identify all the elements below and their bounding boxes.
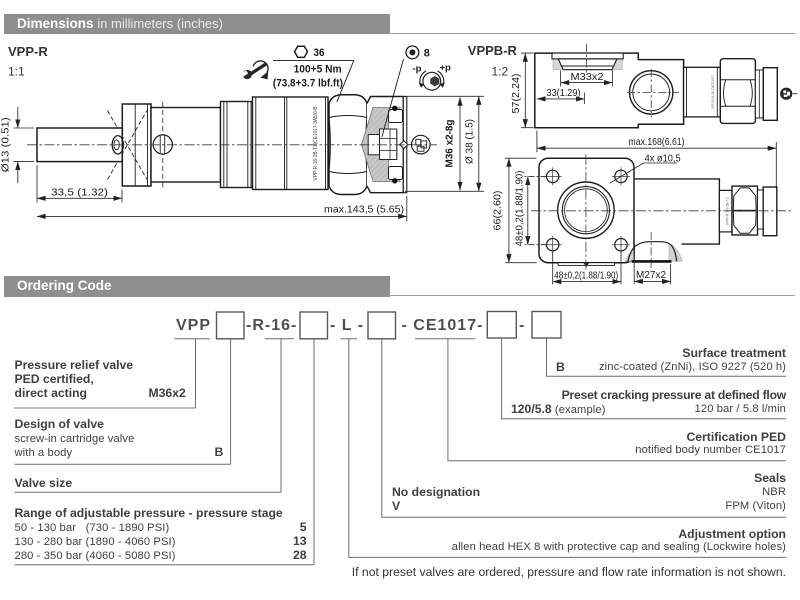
svg-text:48±0,2(1.88/1.90): 48±0,2(1.88/1.90) (554, 270, 618, 281)
svg-text:8: 8 (424, 47, 430, 59)
svg-text:+p: +p (440, 63, 452, 74)
svg-text:VPP-R-16-2B-T1(CE1017: VPP-R-16-2B-T1(CE1017 (710, 74, 715, 109)
svg-text:M27x2: M27x2 (636, 270, 666, 281)
svg-text:M36 x2-8g: M36 x2-8g (444, 120, 455, 168)
svg-text:M33x2: M33x2 (571, 71, 604, 83)
svg-text:66(2.60): 66(2.60) (492, 191, 503, 231)
svg-text:33(1.29): 33(1.29) (547, 87, 581, 99)
svg-text:36: 36 (314, 47, 325, 59)
svg-text:VPPB-R: VPPB-R (468, 43, 518, 58)
svg-text:-p: -p (413, 64, 422, 75)
svg-text:48±0,2(1.88/1.90): 48±0,2(1.88/1.90) (514, 171, 525, 247)
svg-text:57(2.24): 57(2.24) (511, 74, 522, 114)
svg-text:max.143,5 (5.65): max.143,5 (5.65) (324, 204, 404, 216)
svg-text:33,5 (1.32): 33,5 (1.32) (51, 186, 108, 198)
svg-text:VPP-R: VPP-R (8, 44, 48, 59)
svg-text:1:1: 1:1 (8, 65, 25, 79)
svg-text:VPP-R-16-2B-T1(CE1017-3A5/0-B: VPP-R-16-2B-T1(CE1017-3A5/0-B (313, 106, 319, 180)
svg-text:Ø13 (0.51): Ø13 (0.51) (0, 117, 12, 172)
svg-text:max.168(6.61): max.168(6.61) (629, 137, 685, 148)
svg-text:4x ø10,5: 4x ø10,5 (645, 152, 681, 164)
svg-text:Ø 38 (1.5): Ø 38 (1.5) (465, 119, 476, 164)
svg-text:1:2: 1:2 (492, 65, 509, 79)
svg-text:100+5 Nm: 100+5 Nm (294, 63, 342, 75)
svg-text:(73.8+3.7 lbf.ft): (73.8+3.7 lbf.ft) (273, 78, 343, 90)
